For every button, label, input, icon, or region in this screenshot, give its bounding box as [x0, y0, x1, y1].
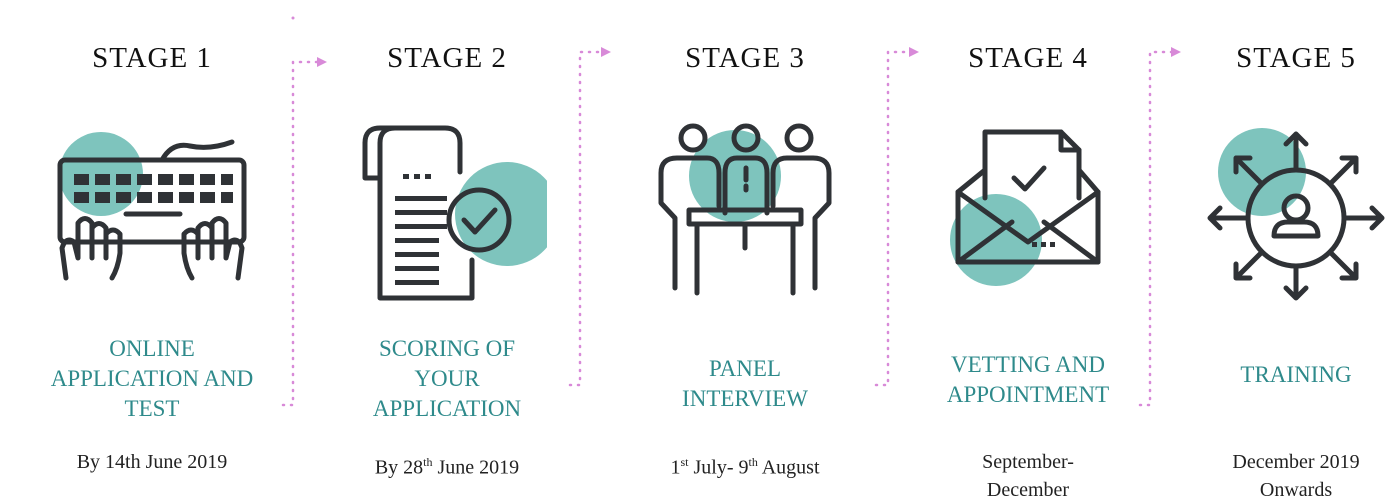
connector-arrowhead: [601, 47, 611, 57]
scroll-checkmark-icon: [362, 125, 547, 301]
stage-description: PANEL INTERVIEW: [682, 356, 808, 411]
envelope-letter-icon: [950, 129, 1101, 286]
connector-1-2: [281, 60, 324, 407]
stage-date: By 14th June 2019: [76, 451, 228, 473]
connector-3-4: [874, 50, 915, 387]
connector-2-3: [568, 50, 607, 387]
stage-title: STAGE 4: [968, 42, 1088, 74]
keyboard-hands-icon: [57, 132, 247, 281]
panel-interview-icon: [658, 123, 832, 296]
connector-dot: [291, 16, 295, 20]
stage-5: STAGE 5 TRAINING December 2019 Onwards: [1190, 0, 1399, 502]
connector-arrowhead: [1171, 47, 1181, 57]
stage-2: STAGE 2 SCORING OF YOUR APPLICATION By 2…: [332, 0, 562, 502]
stage-date: By 28th June 2019: [374, 455, 520, 479]
connector-arrowhead: [317, 57, 327, 67]
stage-description: VETTING AND APPOINTMENT: [946, 352, 1110, 407]
stage-title: STAGE 2: [387, 42, 507, 74]
stage-1: STAGE 1 ONLINE APPLICATION AND TEST By 1…: [36, 0, 268, 502]
stage-4: STAGE 4 VETTING AND APPOINTMENT Septembe…: [913, 0, 1143, 502]
stage-date: 1st July- 9th August: [670, 455, 820, 479]
stage-title: STAGE 1: [92, 42, 212, 74]
stage-description: TRAINING: [1240, 362, 1352, 387]
connector-arrowhead: [909, 47, 919, 57]
stage-description: ONLINE APPLICATION AND TEST: [50, 336, 254, 421]
stage-date: September- December: [982, 451, 1074, 501]
person-target-arrows-icon: [1207, 128, 1385, 301]
stage-title: STAGE 3: [685, 42, 805, 74]
stage-title: STAGE 5: [1236, 42, 1356, 74]
stage-3: STAGE 3 PANEL INTERVIEW 1st July- 9th Au…: [629, 0, 861, 502]
connector-4-5: [1138, 50, 1177, 407]
stage-date: December 2019 Onwards: [1232, 451, 1360, 501]
stage-description: SCORING OF YOUR APPLICATION: [372, 336, 522, 421]
